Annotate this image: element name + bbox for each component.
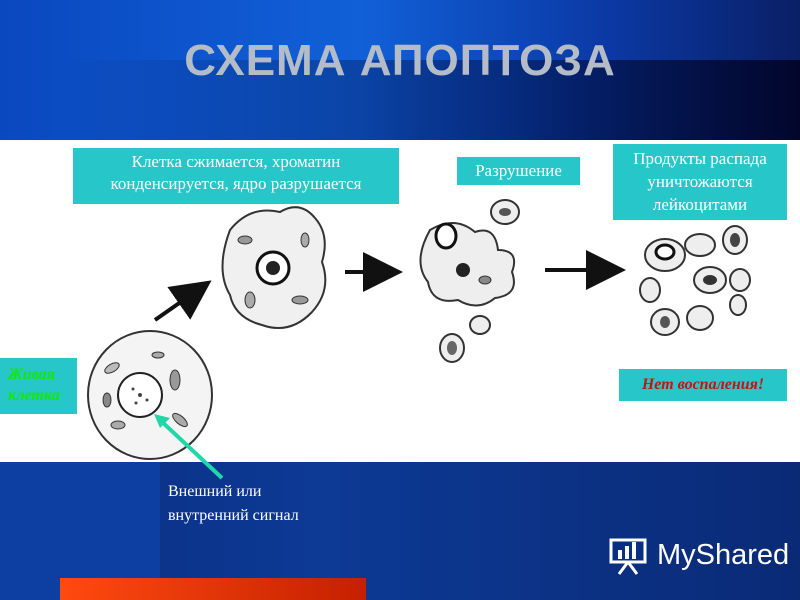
red-accent-bar [60, 578, 366, 600]
shrunken-cell-illustration [221, 206, 327, 329]
stage2-label: Клетка сжимается, хроматин конденсируетс… [73, 148, 399, 204]
fragmenting-cell-illustration [419, 199, 520, 363]
signal-label: Внешний или внутренний сигнал [168, 483, 299, 524]
logo-text: MyShared [657, 539, 790, 571]
presentation-board-icon [609, 538, 647, 575]
live-cell-label: Живая клетка [0, 358, 77, 414]
stage4-label: Продукты распада уничтожаются лейкоцитам… [613, 144, 787, 220]
bottom-band-column [0, 462, 160, 600]
slide-title: СХЕМА АПОПТОЗА [184, 36, 616, 85]
no-inflammation-label: Нет воспаления! [619, 369, 787, 401]
stage3-label: Разрушение [457, 157, 580, 185]
signal-arrow-head [154, 414, 170, 428]
leukocyte-cleanup-illustration [639, 225, 751, 336]
title-band-shade [60, 60, 800, 140]
arrow-stage1-to-2 [153, 280, 212, 322]
myshared-logo: MyShared [605, 536, 789, 576]
live-cell-illustration [87, 330, 213, 460]
signal-arrow [158, 418, 224, 480]
